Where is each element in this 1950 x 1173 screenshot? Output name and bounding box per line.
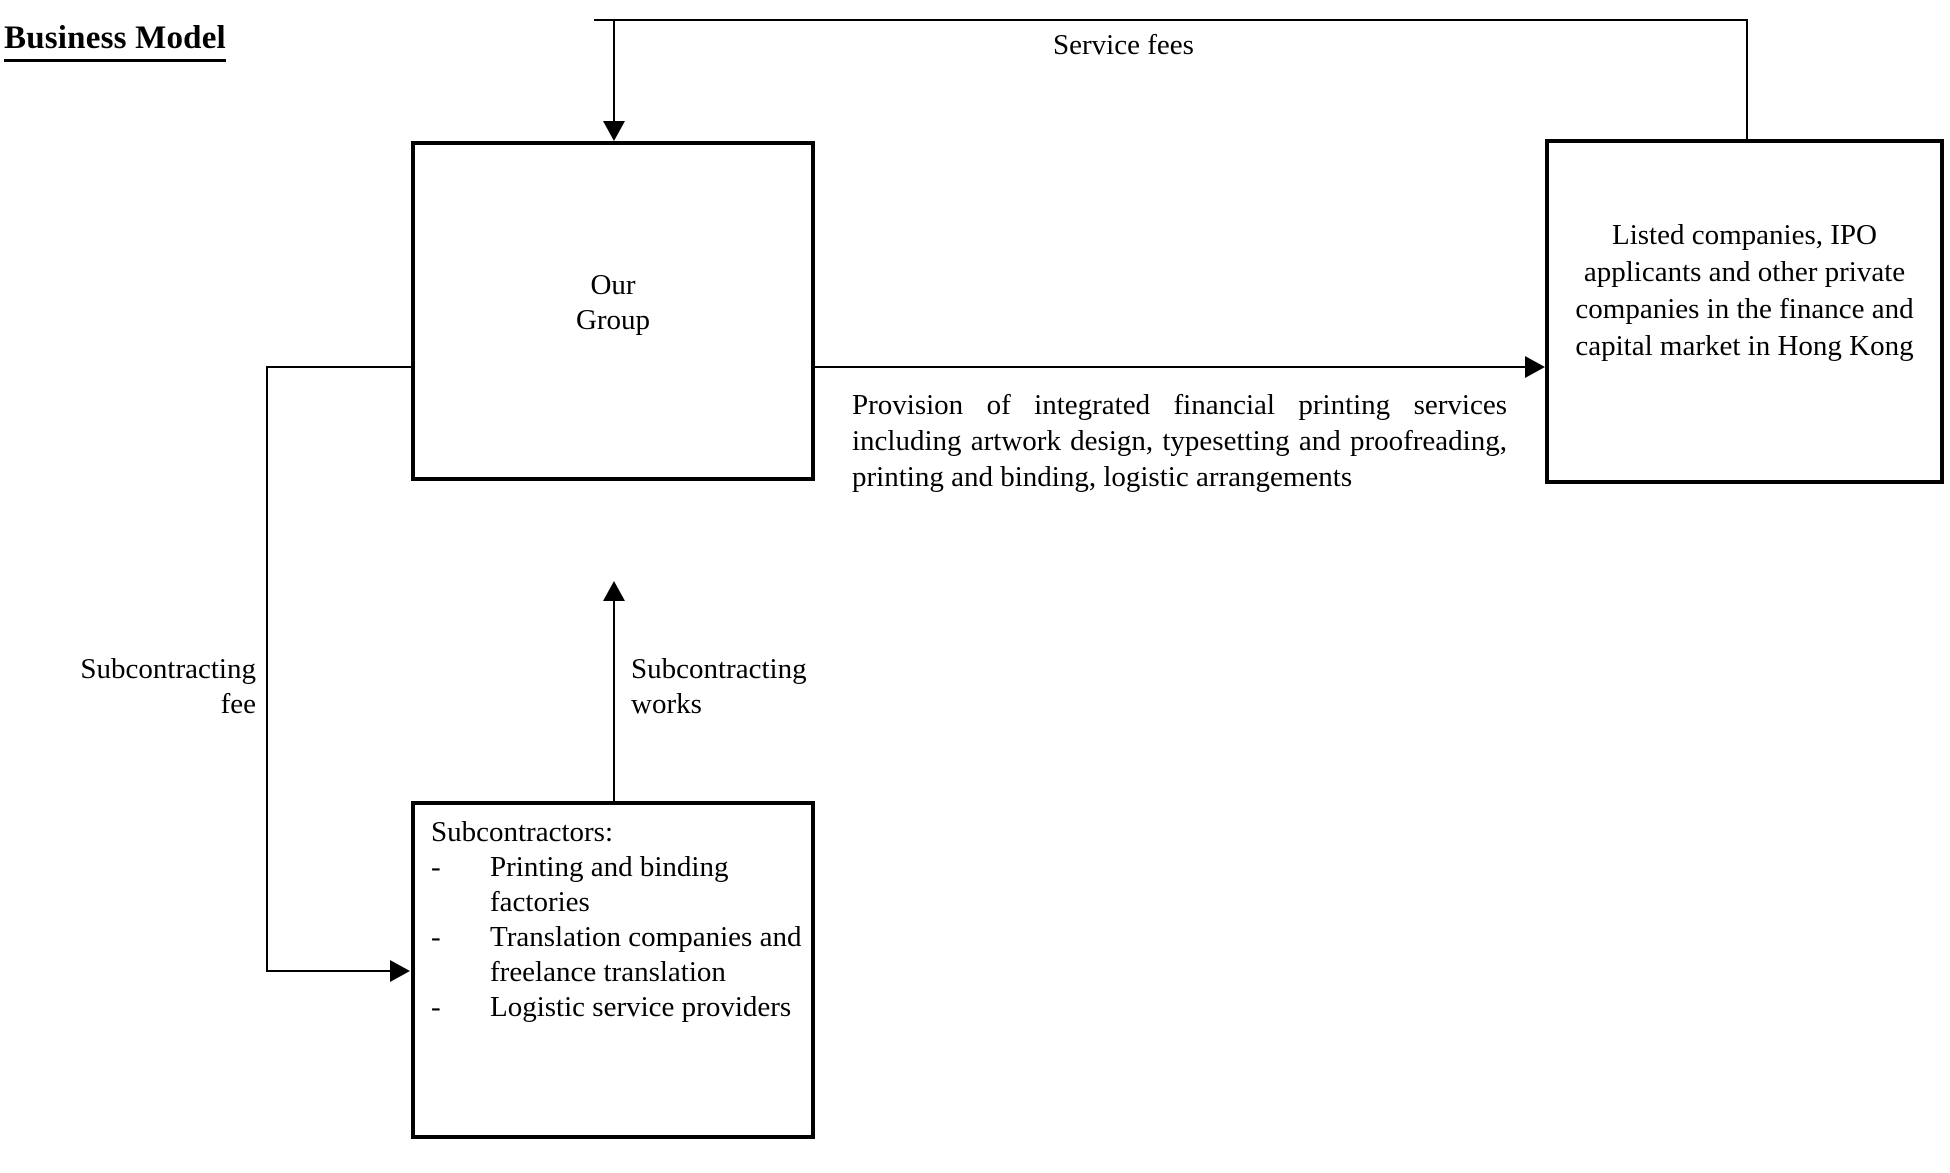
subcontracting-fee-vertical — [266, 366, 268, 971]
subcontracting-fee-top-horizontal — [266, 366, 414, 368]
page-title: Business Model — [4, 20, 226, 62]
subcontractors-list-item: - Translation companies and freelance tr… — [431, 920, 805, 990]
subcontractors-list-item: - Printing and binding factories — [431, 850, 805, 920]
subcontractors-item-label: Logistic service providers — [490, 991, 792, 1024]
service-fees-arrowhead — [603, 121, 625, 141]
clients-label: Listed companies, IPO applicants and oth… — [1575, 219, 1914, 363]
our-group-label: Our Group — [575, 269, 651, 337]
bullet-dash-icon: - — [431, 921, 441, 954]
bullet-dash-icon: - — [431, 851, 441, 884]
subcontracting-fee-label: Subcontracting fee — [80, 653, 256, 721]
service-fees-dropper — [613, 19, 615, 123]
provision-arrowhead — [1525, 356, 1545, 378]
bullet-dash-icon: - — [431, 991, 441, 1024]
subcontracting-works-arrowhead — [603, 581, 625, 601]
service-fees-riser — [1746, 19, 1748, 143]
service-fees-label: Service fees — [1053, 29, 1194, 61]
subcontractors-item-label: Printing and binding factories — [490, 851, 729, 919]
provision-label: Provision of integrated financial printi… — [852, 389, 1507, 493]
service-fees-horizontal — [594, 19, 1748, 21]
subcontracting-fee-bottom-horizontal — [266, 970, 391, 972]
subcontracting-works-vertical — [613, 601, 615, 803]
subcontractors-content: Subcontractors: - Printing and binding f… — [431, 815, 805, 1025]
subcontractors-heading: Subcontractors: — [431, 816, 614, 848]
subcontractors-box: Subcontractors: - Printing and binding f… — [411, 801, 815, 1139]
subcontracting-works-label: Subcontracting works — [631, 653, 807, 721]
provision-arrow-line — [814, 366, 1527, 368]
clients-box: Listed companies, IPO applicants and oth… — [1545, 139, 1944, 484]
subcontractors-item-label: Translation companies and freelance tran… — [490, 921, 802, 989]
subcontractors-list-item: - Logistic service providers — [431, 990, 805, 1025]
subcontracting-fee-arrowhead — [390, 960, 410, 982]
our-group-box: Our Group — [411, 141, 815, 481]
